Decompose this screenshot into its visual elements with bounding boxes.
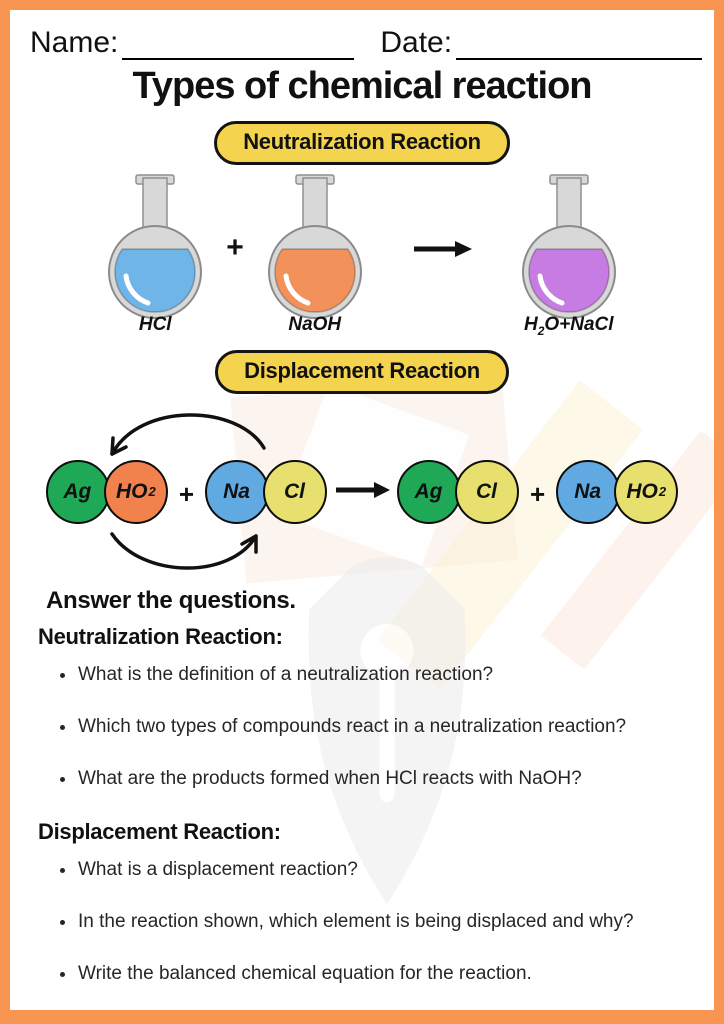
question-item: What is the definition of a neutralizati… (60, 663, 696, 687)
question-text: What are the products formed when HCl re… (78, 767, 582, 789)
section-title-neutralization: Neutralization Reaction: (38, 623, 283, 649)
flask-label: H2O+NaCl (523, 314, 614, 338)
section-title-displacement: Displacement Reaction: (38, 818, 281, 844)
date-blank-line (456, 26, 702, 60)
question-item: What are the products formed when HCl re… (60, 767, 696, 791)
atom-cl: Cl (263, 459, 327, 524)
flask-icon (108, 174, 203, 319)
flask-icon (267, 174, 362, 319)
bullet-dot (60, 867, 65, 873)
bullet-dot (60, 971, 65, 977)
atom-na: Na (205, 459, 269, 524)
name-label: Name: (30, 26, 119, 59)
atom-cl: Cl (455, 459, 519, 524)
bullet-dot (60, 776, 65, 782)
bullet-dot (60, 919, 65, 925)
atom-ag: Ag (45, 459, 110, 524)
question-text: What is a displacement reaction? (78, 858, 358, 880)
neutralization-badge: Neutralization Reaction (214, 121, 510, 165)
displacement-badge: Displacement Reaction (215, 349, 509, 394)
questions-section: Answer the questions. Neutralization Rea… (0, 587, 724, 986)
bullet-dot (60, 724, 65, 730)
atom-na: Na (556, 459, 621, 524)
question-item: In the reaction shown, which element is … (60, 910, 696, 934)
molecule-ag-cl: Ag Cl (397, 459, 519, 524)
reaction-arrow-icon (412, 239, 472, 264)
question-text: Write the balanced chemical equation for… (78, 962, 532, 984)
flask-hcl: HCl (100, 173, 210, 338)
flask-label: HCl (138, 314, 172, 335)
plus-operator: + (530, 479, 546, 510)
plus-operator: + (226, 231, 244, 264)
atom-ag: Ag (397, 459, 461, 524)
bullet-dot (60, 672, 65, 678)
question-text: What is the definition of a neutralizati… (78, 663, 494, 685)
neutralization-diagram: HCl + NaOH (0, 173, 724, 338)
question-text: In the reaction shown, which element is … (78, 910, 634, 932)
flask-label: NaOH (288, 314, 342, 335)
flask-product: H2O+NaCl (514, 173, 624, 338)
flask-naoh: NaOH (260, 173, 370, 338)
flask-icon (521, 174, 616, 319)
answer-heading: Answer the questions. (46, 586, 296, 614)
question-item: Write the balanced chemical equation for… (60, 962, 696, 986)
molecule-na-cl: Na Cl (205, 459, 327, 524)
question-text: Which two types of compounds react in a … (78, 715, 627, 737)
name-date-row: Name: Date: (30, 26, 702, 60)
date-label: Date: (380, 26, 453, 59)
question-item: What is a displacement reaction? (60, 858, 696, 882)
name-blank-line (122, 26, 355, 60)
plus-operator: + (178, 479, 194, 510)
reaction-arrow-icon (334, 480, 390, 505)
page-title: Types of chemical reaction (132, 65, 592, 107)
question-item: Which two types of compounds react in a … (60, 715, 696, 739)
